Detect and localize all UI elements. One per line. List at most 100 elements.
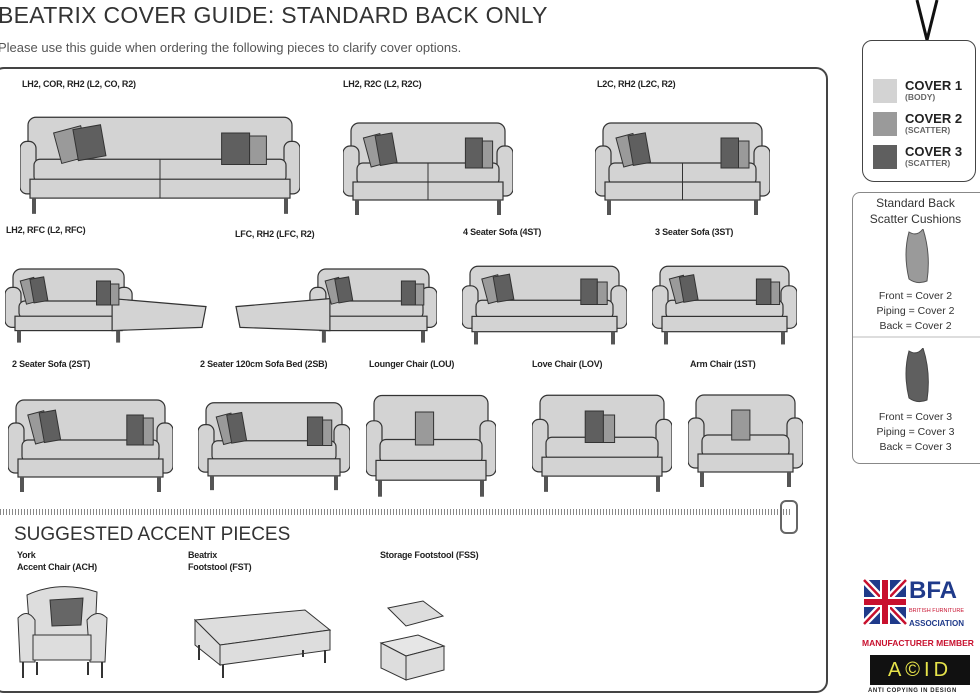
sofa-leg: [378, 480, 382, 497]
cover-3-swatch: [873, 145, 897, 169]
accent-section-title: SUGGESTED ACCENT PIECES: [14, 524, 291, 545]
bfa-full-name-line1: BRITISH FURNITURE: [909, 608, 964, 614]
sofa-illustration: [198, 402, 350, 491]
piece-label: LH2, RFC (L2, RFC): [6, 225, 86, 235]
bfa-logo-text: BFA: [909, 577, 957, 604]
scatter-cushion: [72, 124, 107, 162]
sofa-leg: [787, 472, 791, 487]
sofa-illustration: [462, 265, 627, 345]
sofa-leg: [611, 331, 615, 345]
sofa-illustration: [688, 394, 803, 487]
sofa-leg: [334, 475, 338, 491]
scatter-cushion: [29, 276, 49, 304]
sofa-base: [697, 453, 794, 473]
accent-label-line2: Accent Chair (ACH): [17, 562, 97, 572]
sofa-leg: [474, 331, 478, 345]
chaise-section: [111, 297, 207, 332]
sofa-illustration: [652, 265, 797, 345]
piece-label: LFC, RH2 (LFC, R2): [235, 229, 315, 239]
sofa-leg: [355, 200, 359, 215]
sofa-base: [375, 459, 487, 481]
sofa-leg: [17, 330, 21, 343]
scatter-cushion: [38, 409, 62, 444]
scatter-cushion: [96, 280, 112, 306]
sofa-base: [17, 458, 164, 478]
piece-label: 4 Seater Sofa (4ST): [463, 227, 542, 237]
piece-label: L2C, RH2 (L2C, R2): [597, 79, 676, 89]
tag-string-icon: [915, 0, 939, 41]
cover-key-tag: COVER 1(BODY) COVER 2(SCATTER) COVER 3(S…: [862, 40, 976, 182]
scatter-a-back: Back = Cover 2: [879, 320, 952, 332]
sofa-illustration: [532, 394, 672, 492]
scatter-a-piping: Piping = Cover 2: [876, 305, 955, 317]
pieces-panel: [0, 67, 828, 693]
scatter-cushion: [770, 281, 781, 305]
cover-1-swatch: [873, 79, 897, 103]
piece-label: LH2, R2C (L2, R2C): [343, 79, 422, 89]
sofa-leg: [157, 477, 161, 492]
accent-label-line1: York: [17, 550, 36, 560]
accent-label-line1: Beatrix: [188, 550, 218, 560]
sofa-leg: [607, 200, 611, 215]
scatter-cushion: [374, 132, 398, 167]
piece-label: Arm Chair (1ST): [690, 359, 756, 369]
piece-label: 2 Seater 120cm Sofa Bed (2SB): [200, 359, 328, 369]
page-subtitle: Please use this guide when ordering the …: [0, 40, 462, 55]
sofa-leg: [32, 198, 36, 214]
cover-3-key: COVER 3(SCATTER): [873, 145, 962, 169]
sofa-leg: [700, 472, 704, 487]
scatter-cushion: [584, 410, 604, 443]
sofa-leg: [210, 475, 214, 491]
acid-logo: A©ID: [870, 655, 970, 685]
scatter-cushion: [110, 283, 120, 306]
sofa-illustration: [5, 268, 207, 343]
sofa-base: [541, 456, 663, 477]
piece-label: LH2, COR, RH2 (L2, CO, R2): [22, 79, 136, 89]
scatter-b-piping: Piping = Cover 3: [876, 426, 955, 438]
sofa-leg: [421, 330, 425, 343]
scatter-cushion: [627, 132, 652, 166]
footstool-illustration: [193, 609, 332, 678]
scatter-cushion: [334, 276, 354, 304]
cover-sub: (SCATTER): [905, 125, 951, 135]
sofa-leg: [321, 330, 326, 343]
scatter-cushion: [221, 132, 251, 165]
scatter-cushion: [596, 281, 608, 305]
cushion-cover2-icon: [905, 229, 929, 284]
scatter-cushion: [400, 280, 416, 306]
cover-sub: (BODY): [905, 92, 936, 102]
cushion-cover3-icon: [905, 348, 929, 403]
scatter-cushion-panel: Standard Back Scatter Cushions Front = C…: [852, 192, 980, 464]
scatter-title-line2: Scatter Cushions: [869, 212, 962, 226]
scatter-b-front: Front = Cover 3: [878, 411, 953, 423]
cover-1-key: COVER 1(BODY): [873, 79, 962, 103]
zipper-pull-icon: [780, 500, 798, 534]
sofa-leg: [664, 331, 668, 345]
scatter-cushion: [322, 419, 333, 446]
cover-name: COVER 3: [905, 144, 963, 159]
sofa-base: [319, 315, 428, 332]
divider: [853, 336, 980, 338]
storage-footstool-illustration: [379, 600, 446, 681]
sofa-leg: [480, 480, 484, 497]
scatter-a-front: Front = Cover 2: [878, 290, 953, 302]
scatter-title-line1: Standard Back: [876, 196, 955, 210]
sofa-base: [471, 315, 618, 333]
sofa-leg: [544, 476, 548, 492]
bfa-logo: BFA BRITISH FURNITURE ASSOCIATION: [862, 577, 964, 628]
piece-label: 3 Seater Sofa (3ST): [655, 227, 734, 237]
acid-tagline: ANTI COPYING IN DESIGN: [868, 688, 957, 694]
cover-2-swatch: [873, 112, 897, 136]
chaise-section: [235, 297, 331, 332]
page-title: BEATRIX COVER GUIDE: STANDARD BACK ONLY: [0, 2, 548, 28]
cover-2-key: COVER 2(SCATTER): [873, 112, 962, 136]
scatter-cushion: [720, 137, 739, 169]
sofa-illustration: [20, 116, 300, 214]
scatter-cushion: [126, 414, 144, 446]
scatter-cushion: [580, 278, 598, 305]
sofa-illustration: [8, 399, 173, 492]
scatter-cushion: [306, 416, 324, 446]
scatter-cushion: [678, 274, 699, 303]
scatter-b-back: Back = Cover 3: [879, 441, 952, 453]
